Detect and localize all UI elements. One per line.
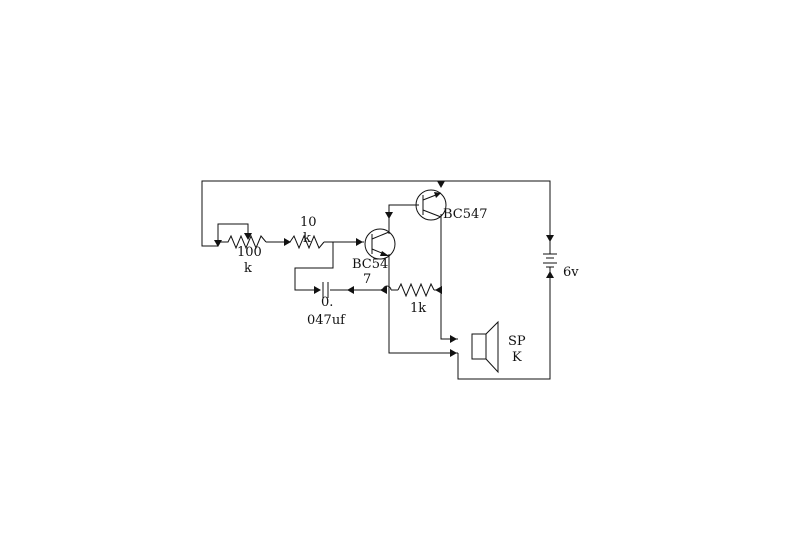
capacitor-label-line2: 047uf	[307, 313, 346, 328]
potentiometer-100k: 100 k	[218, 234, 267, 276]
pot-label-line1: 100	[237, 245, 262, 260]
resistor-1k: 1k	[397, 282, 435, 316]
resistor-10k-label-line1: 10	[300, 215, 317, 230]
speaker-label-line2: K	[512, 350, 522, 365]
capacitor-label-line1: 0.	[321, 295, 333, 310]
pot-label-line2: k	[244, 261, 252, 276]
wires	[201, 180, 551, 380]
transistor-q2-bc547: BC547	[415, 189, 488, 222]
transistor-q1-bc547: BC54 7	[352, 228, 396, 287]
q1-label-line2: 7	[363, 272, 371, 287]
q2-label: BC547	[443, 207, 488, 222]
capacitor-0047uf: 0. 047uf	[307, 282, 346, 328]
battery-6v: 6v	[543, 242, 579, 280]
q1-label-line1: BC54	[352, 257, 388, 272]
resistor-10k: 10 k	[289, 215, 325, 250]
speaker-label-line1: SP	[508, 334, 526, 349]
battery-label: 6v	[563, 265, 579, 280]
resistor-1k-label: 1k	[410, 301, 426, 316]
speaker: SP K	[471, 320, 526, 374]
resistor-10k-label-line2: k	[303, 231, 311, 246]
